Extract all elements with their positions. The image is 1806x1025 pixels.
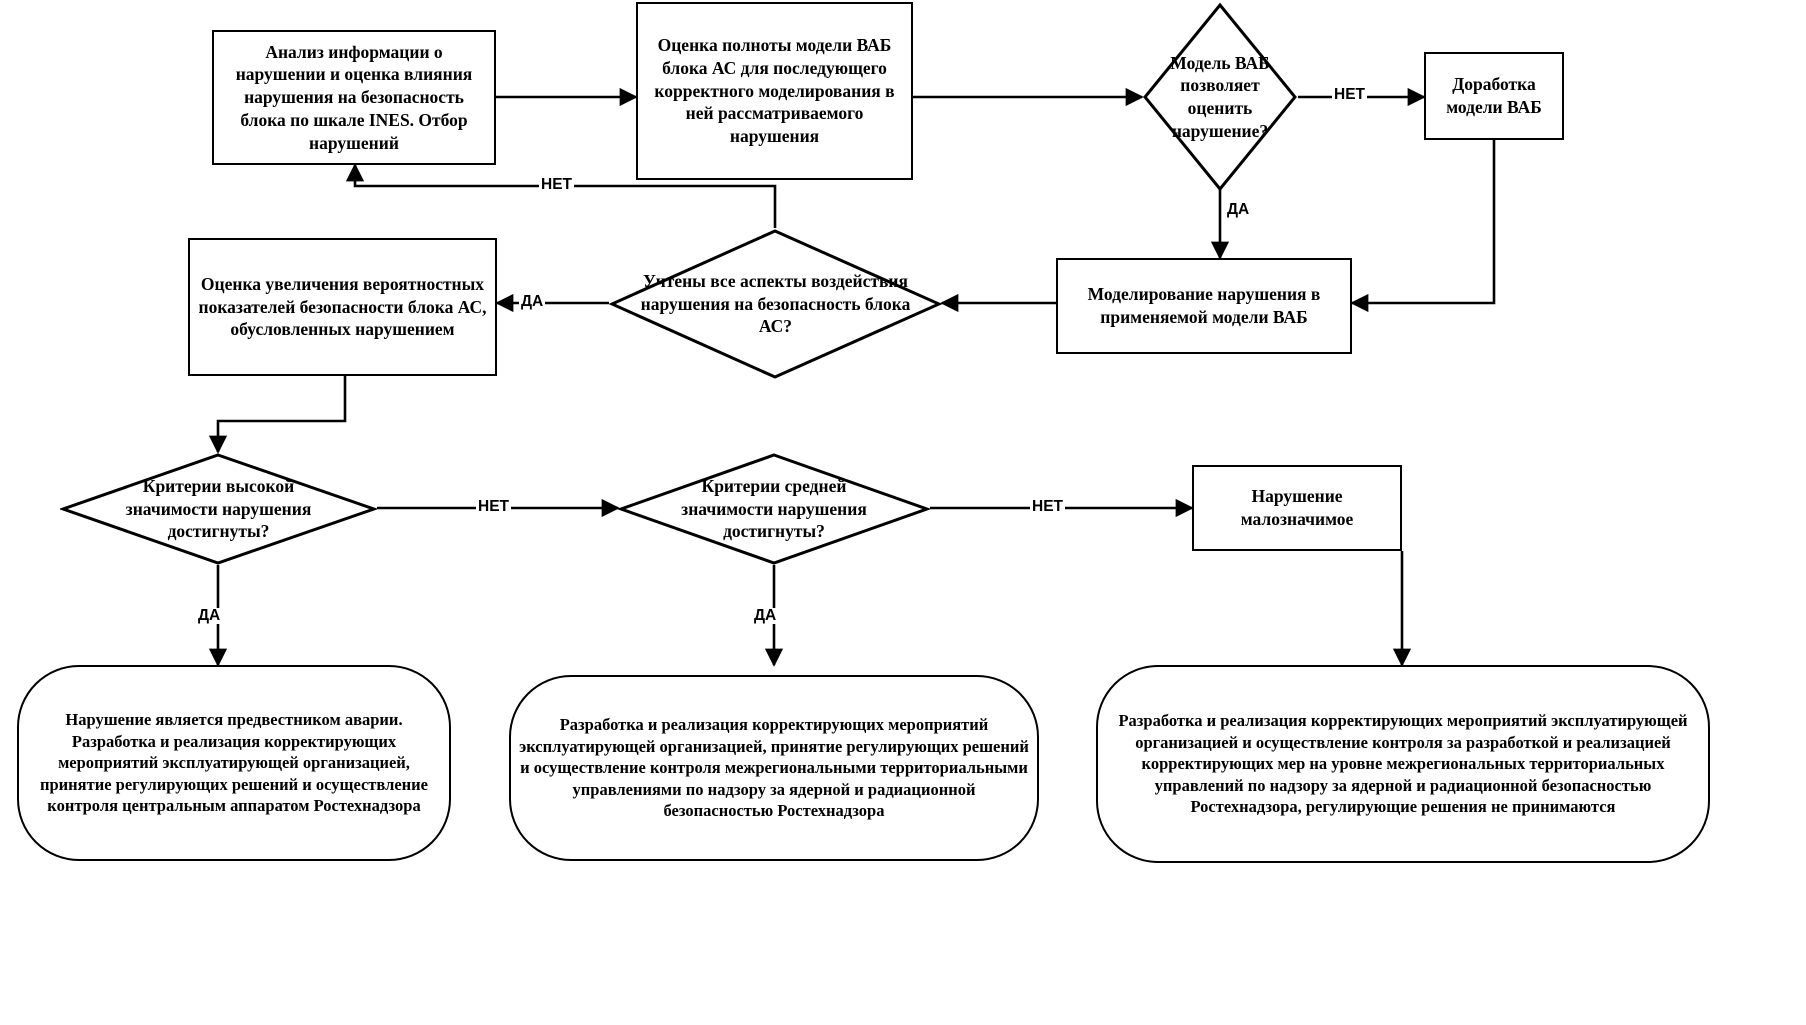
edge-label-model-allows-no: НЕТ <box>1332 86 1367 103</box>
node-model-allows-label: Модель ВАБ позволяет оценить нарушение? <box>1170 52 1270 141</box>
node-modelling[interactable]: Моделирование нарушения в применяемой мо… <box>1056 258 1352 354</box>
high-criteria-shape <box>60 453 377 565</box>
node-outcome-high[interactable]: Нарушение является предвестником аварии.… <box>17 665 451 861</box>
node-outcome-medium[interactable]: Разработка и реализация корректирующих м… <box>509 675 1039 861</box>
node-refine-model-label: Доработка модели ВАБ <box>1446 74 1542 117</box>
edge-increase-to-high-criteria <box>208 376 347 454</box>
node-all-aspects[interactable]: Учтены все аспекты воздействия нарушения… <box>609 228 942 380</box>
node-outcome-high-label: Нарушение является предвестником аварии.… <box>39 710 429 816</box>
edge-label-high-criteria-no: НЕТ <box>476 498 511 515</box>
node-analysis[interactable]: Анализ информации о нарушении и оценка в… <box>212 30 496 165</box>
node-medium-criteria-label: Критерии средней значимости нарушения до… <box>681 475 867 542</box>
medium-criteria-shape <box>618 453 930 565</box>
node-outcome-medium-label: Разработка и реализация корректирующих м… <box>519 715 1029 821</box>
node-minor-violation-label: Нарушение малозначимое <box>1240 486 1354 529</box>
node-all-aspects-label: Учтены все аспекты воздействия нарушения… <box>640 270 911 337</box>
model-allows-shape <box>1143 2 1297 192</box>
node-modelling-label: Моделирование нарушения в применяемой мо… <box>1087 284 1321 327</box>
node-outcome-minor[interactable]: Разработка и реализация корректирующих м… <box>1096 665 1710 863</box>
edge-label-all-aspects-no: НЕТ <box>539 176 574 193</box>
edge-label-medium-criteria-yes: ДА <box>752 607 779 624</box>
edge-label-medium-criteria-no: НЕТ <box>1030 498 1065 515</box>
edge-label-all-aspects-yes: ДА <box>519 293 546 310</box>
node-completeness-label: Оценка полноты модели ВАБ блока АС для п… <box>654 35 895 147</box>
node-refine-model[interactable]: Доработка модели ВАБ <box>1424 52 1564 140</box>
node-analysis-label: Анализ информации о нарушении и оценка в… <box>235 41 473 153</box>
node-high-criteria[interactable]: Критерии высокой значимости нарушения до… <box>60 452 377 566</box>
node-completeness[interactable]: Оценка полноты модели ВАБ блока АС для п… <box>636 2 913 180</box>
node-increase-eval-label: Оценка увеличения вероятностных показате… <box>198 273 487 340</box>
node-medium-criteria[interactable]: Критерии средней значимости нарушения до… <box>618 452 930 566</box>
node-minor-violation[interactable]: Нарушение малозначимое <box>1192 465 1402 551</box>
all-aspects-shape <box>609 229 942 379</box>
node-outcome-minor-label: Разработка и реализация корректирующих м… <box>1118 711 1688 817</box>
edge-label-model-allows-yes: ДА <box>1225 201 1252 218</box>
node-model-allows[interactable]: Модель ВАБ позволяет оценить нарушение? <box>1142 2 1298 192</box>
node-high-criteria-label: Критерии высокой значимости нарушения до… <box>125 475 312 542</box>
edge-refine-to-modelling <box>1350 140 1496 313</box>
node-increase-eval[interactable]: Оценка увеличения вероятностных показате… <box>188 238 497 376</box>
edge-label-high-criteria-yes: ДА <box>196 607 223 624</box>
